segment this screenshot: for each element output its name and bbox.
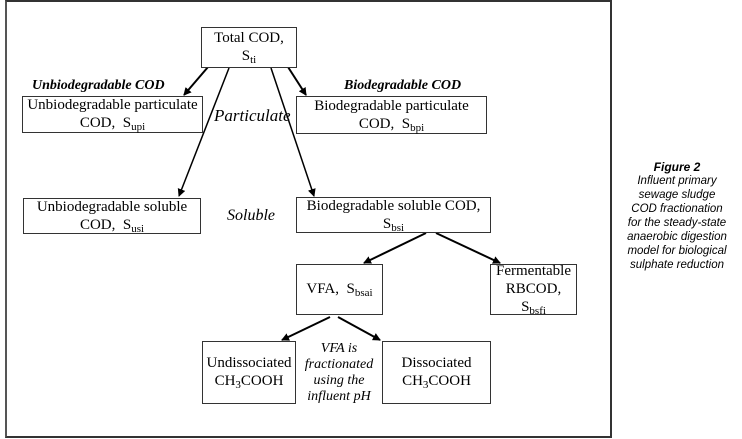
node-vfa: VFA, Sbsai bbox=[296, 264, 383, 315]
subscript: usi bbox=[131, 222, 145, 235]
subscript: bsai bbox=[354, 287, 373, 299]
caption-line: sulphate reduction bbox=[630, 259, 724, 271]
figure-frame bbox=[5, 0, 612, 438]
node-undissociated-acetic-acid: Undissociated CH3COOH bbox=[202, 341, 296, 404]
formula-sub: 3 bbox=[235, 379, 241, 391]
arrow-vfa-to-undissociated bbox=[281, 316, 331, 341]
note-line: fractionated bbox=[304, 357, 374, 372]
node-line1: Biodegradable soluble COD, bbox=[306, 197, 481, 214]
note-line: using the bbox=[313, 373, 365, 388]
arrow-bio-soluble-to-vfa bbox=[363, 232, 427, 264]
node-text: VFA, bbox=[306, 281, 343, 297]
arrow-root-to-unbio-soluble bbox=[177, 67, 230, 197]
node-line2: COD, bbox=[358, 115, 398, 132]
node-dissociated-acetic-acid: Dissociated CH3COOH bbox=[382, 341, 491, 404]
formula-pre: CH bbox=[214, 373, 236, 389]
note-line: influent pH bbox=[307, 389, 371, 404]
symbol: S bbox=[122, 115, 132, 131]
label-biodegradable-cod: Biodegradable COD bbox=[344, 78, 462, 93]
caption-title: Figure 2 bbox=[653, 160, 701, 174]
formula-post: COOH bbox=[428, 373, 471, 389]
node-line1: Fermentable bbox=[496, 263, 571, 279]
node-biodegradable-soluble: Biodegradable soluble COD, Sbsi bbox=[296, 197, 491, 234]
arrow-root-to-unbio-particulate bbox=[183, 66, 209, 96]
node-line1: Biodegradable particulate bbox=[314, 97, 469, 114]
node-unbiodegradable-particulate: Unbiodegradable particulate COD, Supi bbox=[22, 96, 203, 133]
symbol: S bbox=[382, 215, 392, 232]
node-line2: COD, bbox=[79, 216, 120, 233]
node-unbiodegradable-soluble: Unbiodegradable soluble COD, Susi bbox=[23, 198, 201, 235]
caption-line: Influent primary bbox=[637, 175, 717, 187]
subscript: upi bbox=[131, 121, 146, 133]
symbol: S bbox=[521, 299, 530, 315]
formula-post: COOH bbox=[240, 373, 284, 389]
node-line2: COD, bbox=[79, 115, 119, 131]
caption-line: model for biological bbox=[627, 245, 727, 257]
label-particulate: Particulate bbox=[214, 106, 291, 125]
vfa-fractionation-note: VFA is fractionated using the influent p… bbox=[296, 341, 382, 405]
node-total-cod: Total COD, Sti bbox=[201, 27, 297, 68]
formula-sub: 3 bbox=[422, 379, 429, 391]
symbol: S bbox=[122, 216, 132, 233]
label-soluble: Soluble bbox=[227, 207, 275, 224]
node-line2: RBCOD, bbox=[505, 281, 562, 297]
arrow-vfa-to-dissociated bbox=[337, 316, 381, 341]
node-line1: Dissociated bbox=[401, 355, 472, 371]
figure-caption: Figure 2 Influent primary sewage sludge … bbox=[612, 160, 742, 272]
node-total-cod-line1: Total COD, bbox=[214, 30, 284, 46]
caption-line: sewage sludge bbox=[638, 189, 716, 201]
caption-line: COD fractionation bbox=[631, 203, 723, 215]
node-biodegradable-particulate: Biodegradable particulate COD, Sbpi bbox=[296, 96, 487, 134]
subscript: bpi bbox=[410, 121, 425, 134]
note-line: VFA is bbox=[320, 341, 358, 356]
label-unbiodegradable-cod: Unbiodegradable COD bbox=[32, 78, 165, 93]
node-fermentable-rbcod: Fermentable RBCOD, Sbsfi bbox=[490, 263, 577, 317]
node-line1: Unbiodegradable soluble bbox=[36, 198, 188, 215]
caption-line: for the steady-state bbox=[627, 217, 727, 229]
arrow-bio-soluble-to-fermentable bbox=[435, 232, 501, 264]
arrow-root-to-bio-soluble bbox=[270, 67, 316, 197]
node-line1: Unbiodegradable particulate bbox=[27, 97, 198, 113]
arrow-root-to-bio-particulate bbox=[287, 66, 307, 96]
symbol: S bbox=[241, 48, 251, 64]
formula-pre: CH bbox=[402, 373, 423, 389]
subscript: ti bbox=[250, 54, 257, 66]
subscript: bsfi bbox=[529, 305, 546, 317]
node-line1: Undissociated bbox=[206, 355, 292, 371]
symbol: S bbox=[401, 115, 411, 132]
caption-line: anaerobic digestion bbox=[627, 231, 727, 243]
subscript: bsi bbox=[391, 221, 405, 234]
symbol: S bbox=[346, 281, 355, 297]
